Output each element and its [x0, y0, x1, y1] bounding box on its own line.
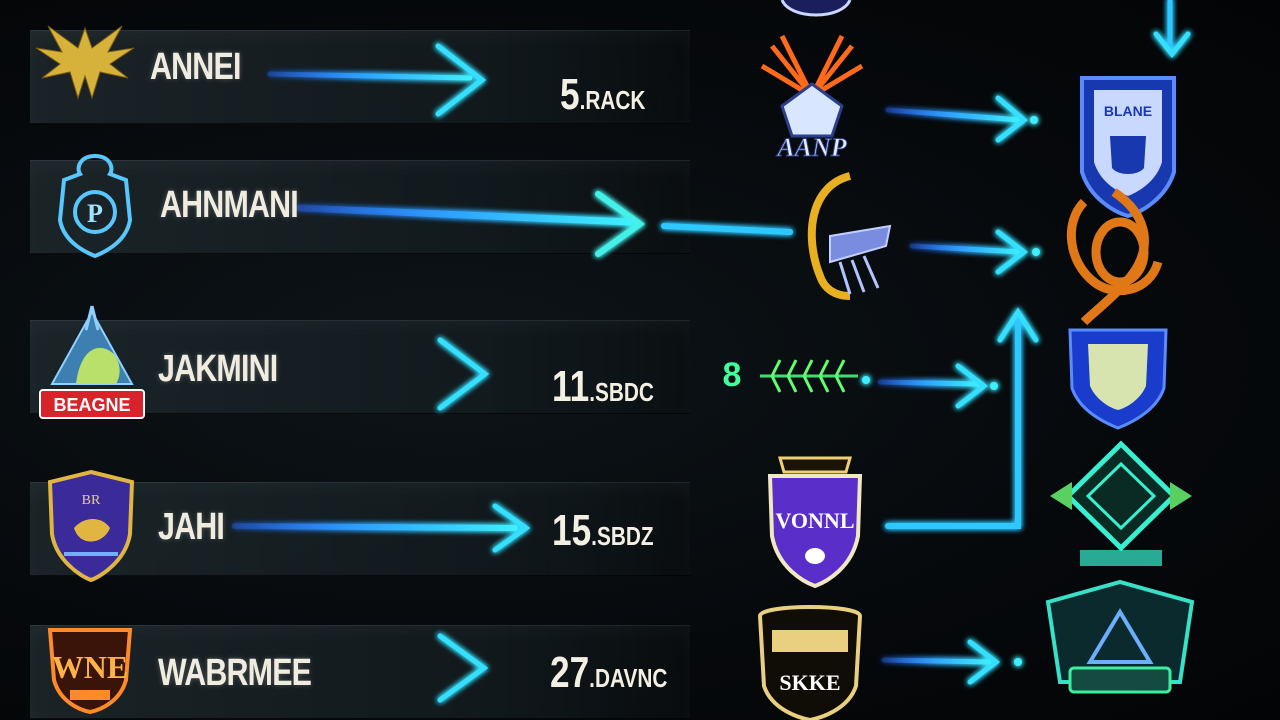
row4-arrow	[232, 523, 518, 531]
dark-gold-crest-icon: SKKE	[757, 605, 863, 720]
team-name-1: ANNEI	[150, 46, 241, 88]
score-5-number: 27	[550, 648, 590, 697]
teal-diamond-crest-icon	[1050, 440, 1192, 566]
score-5-suffix: .DAVNC	[589, 663, 668, 693]
row5-arrowhead	[437, 633, 489, 703]
purple-royal-crest-icon: VONNL	[767, 456, 863, 589]
team-name-2: AHNMANI	[160, 184, 299, 226]
blue-small-shield-icon	[1068, 328, 1168, 430]
row1-arrowhead	[435, 43, 487, 117]
bracket-arrow-3	[877, 379, 981, 387]
score-4-number: 15	[552, 506, 592, 555]
crest-label-skke: SKKE	[779, 670, 840, 695]
gold-phoenix-crest-icon	[35, 25, 135, 100]
score-1-number: 5	[560, 70, 580, 119]
bracket-arrow-5	[881, 657, 993, 665]
row-panel-2	[30, 160, 690, 254]
score-4: 15.SBDZ	[552, 506, 654, 556]
score-3-suffix: .SBDC	[589, 377, 654, 407]
teal-banner-crest-icon	[1045, 579, 1195, 694]
row3-arrowhead	[437, 337, 490, 411]
crest-label-blane: BLANE	[1104, 103, 1152, 119]
bracket-arrow-2	[909, 243, 1023, 255]
row1-arrow	[267, 71, 473, 81]
blue-shield-icon: BLANE	[1080, 76, 1176, 218]
team-name-4: JAHI	[158, 506, 225, 548]
score-1-suffix: .RACK	[579, 85, 646, 115]
crest-label-8: 8	[723, 356, 742, 394]
orange-crest-icon: WNE	[47, 628, 133, 715]
row2-arrow	[296, 204, 634, 226]
green-feather-crest-icon: 8	[723, 356, 858, 394]
blue-shield-crest-icon: P	[57, 153, 133, 259]
row2-arrowhead	[595, 191, 646, 257]
team-name-5: WABRMEE	[158, 652, 312, 694]
score-3-number: 11	[552, 362, 590, 411]
bracket-vertical	[885, 317, 1021, 529]
row4-arrowhead	[492, 503, 531, 553]
svg-text:WNE: WNE	[52, 649, 128, 685]
mountain-crest-icon: BEAGNE	[39, 305, 145, 419]
gold-horn-crest-icon	[807, 172, 892, 300]
team-name-3: JAKMINI	[158, 348, 278, 390]
crest-label-aanp: AANP	[775, 133, 847, 162]
row2-connector	[661, 223, 793, 235]
orange-knot-crest-icon	[1066, 188, 1163, 326]
row-panel-5	[30, 625, 690, 719]
crest-label-vonnl: VONNL	[775, 508, 854, 533]
orange-wings-crest-icon: AANP	[760, 34, 864, 163]
score-4-suffix: .SBDZ	[591, 521, 654, 551]
crest-label-beagne: BEAGNE	[53, 395, 130, 415]
svg-text:BR: BR	[82, 493, 101, 508]
blue-emblem-icon	[780, 0, 852, 17]
score-5: 27.DAVNC	[550, 648, 667, 698]
score-1: 5.RACK	[560, 70, 645, 120]
score-3: 11.SBDC	[552, 362, 654, 412]
purple-shield-crest-icon: BR	[47, 469, 135, 582]
bracket-arrow-1	[885, 107, 1023, 123]
svg-text:P: P	[87, 199, 103, 228]
